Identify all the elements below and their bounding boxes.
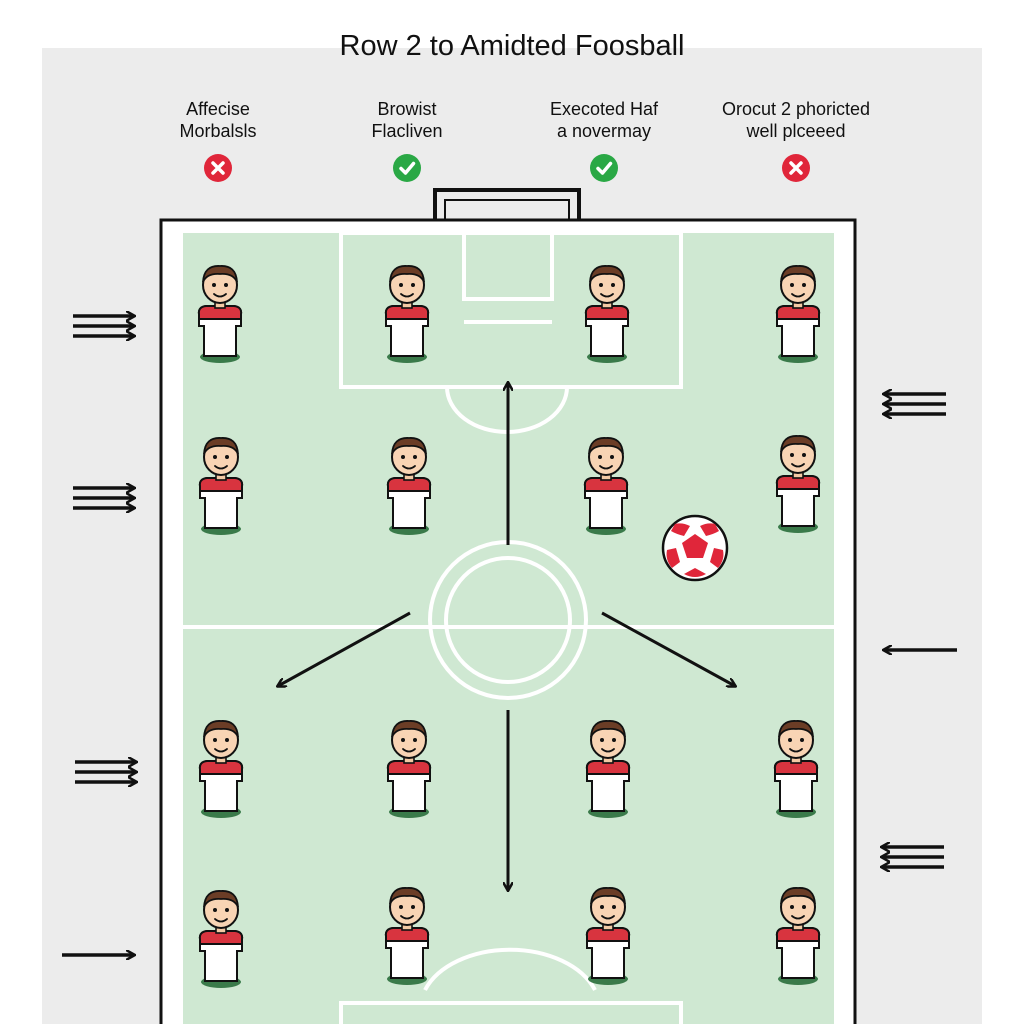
check-icon — [590, 154, 618, 182]
player-figure — [775, 434, 821, 534]
legend-label-line2: Flacliven — [371, 121, 443, 141]
legend-item-3: Execoted Haf a novermay — [494, 98, 714, 182]
player-figure — [197, 264, 243, 364]
legend-label-line2: well plceeed — [746, 121, 846, 141]
x-icon — [204, 154, 232, 182]
player-figure — [386, 719, 432, 819]
player-figure — [198, 436, 244, 536]
legend-label-line1: Orocut 2 phoricted — [721, 99, 871, 119]
arrow-down-left-icon — [278, 611, 411, 686]
player-figure — [585, 886, 631, 986]
arrow-down-right-icon — [601, 611, 735, 686]
legend-label-line1: Affecise — [186, 99, 250, 119]
legend-label-line2: a novermay — [556, 121, 652, 141]
legend-item-1: Affecise Morbalsls — [108, 98, 328, 182]
player-figure — [198, 889, 244, 989]
diagram-title: Row 2 to Amidted Foosball — [339, 30, 685, 62]
ball-icon — [661, 514, 729, 582]
player-figure — [583, 436, 629, 536]
check-icon — [393, 154, 421, 182]
player-figure — [773, 719, 819, 819]
rod-arrows-left — [62, 316, 136, 955]
player-figure — [585, 719, 631, 819]
player-figure — [775, 264, 821, 364]
legend-label-line1: Browist — [377, 99, 437, 119]
player-figure — [384, 264, 430, 364]
player-figure — [775, 886, 821, 986]
player-figure — [584, 264, 630, 364]
rod-arrows-right — [882, 394, 957, 867]
player-figure — [384, 886, 430, 986]
movement-arrows — [278, 383, 735, 890]
player-figure — [198, 719, 244, 819]
legend-item-2: Browist Flacliven — [297, 98, 517, 182]
player-figure — [386, 436, 432, 536]
x-icon — [782, 154, 810, 182]
legend-label-line1: Execoted Haf — [549, 99, 659, 119]
goal-frame — [433, 188, 581, 224]
legend-item-4: Orocut 2 phoricted well plceeed — [686, 98, 906, 182]
legend-label-line2: Morbalsls — [179, 121, 257, 141]
